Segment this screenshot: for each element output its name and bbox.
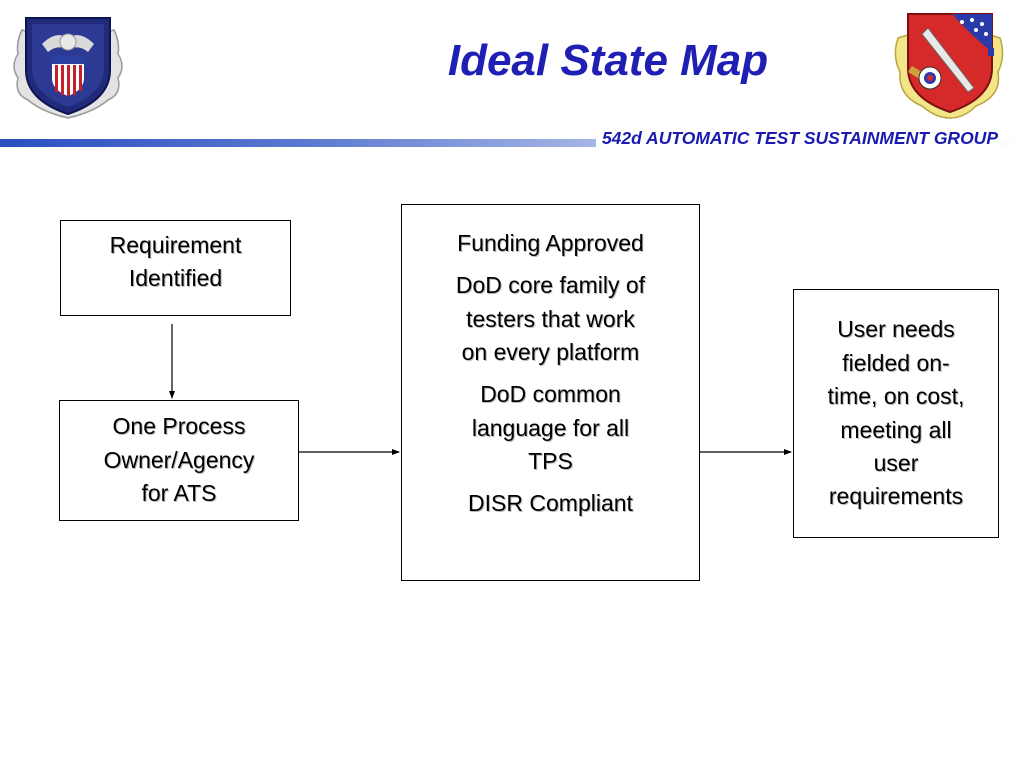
outcome-line: meeting all	[840, 416, 952, 443]
ideal-state-line: DoD common	[480, 381, 621, 408]
warner-robins-alc-shield-icon	[13, 17, 123, 119]
ideal-state-line: DISR Compliant	[468, 490, 633, 517]
ideal-state-line: on every platform	[461, 339, 640, 366]
ideal-state-item: DoD core family of testers that work on …	[456, 269, 645, 369]
process-owner-line: One Process	[112, 413, 246, 440]
outcome-line: requirements	[828, 483, 964, 510]
outcome-line: User needs	[837, 316, 955, 343]
user-outcome-box: User needs fielded on- time, on cost, me…	[793, 289, 999, 538]
requirement-line: Requirement	[109, 232, 242, 258]
process-owner-line: Owner/Agency	[103, 446, 255, 473]
outcome-line: user	[873, 449, 919, 476]
requirement-identified-box: Requirement Identified	[60, 220, 291, 316]
ideal-state-line: DoD core family of	[455, 272, 646, 299]
ideal-state-item: Funding Approved	[457, 227, 644, 260]
542d-atsg-shield-icon	[894, 13, 1004, 119]
ideal-state-box: Funding Approved DoD core family of test…	[401, 204, 700, 581]
requirement-line: Identified	[128, 265, 223, 292]
process-owner-box: One Process Owner/Agency for ATS	[59, 400, 299, 521]
ideal-state-line: testers that work	[466, 305, 635, 332]
ideal-state-line: Funding Approved	[457, 230, 644, 256]
header-divider	[0, 139, 1024, 147]
page-title: Ideal State Map	[447, 36, 769, 85]
ideal-state-line: TPS	[528, 448, 573, 475]
ideal-state-item: DISR Compliant	[468, 487, 633, 520]
ideal-state-item: DoD common language for all TPS	[472, 378, 629, 478]
ideal-state-line: language for all	[471, 414, 630, 441]
organization-subtitle: 542d AUTOMATIC TEST SUSTAINMENT GROUP	[595, 128, 998, 149]
outcome-line: fielded on-	[842, 349, 950, 376]
outcome-line: time, on cost,	[827, 383, 965, 410]
process-owner-line: for ATS	[141, 480, 217, 507]
